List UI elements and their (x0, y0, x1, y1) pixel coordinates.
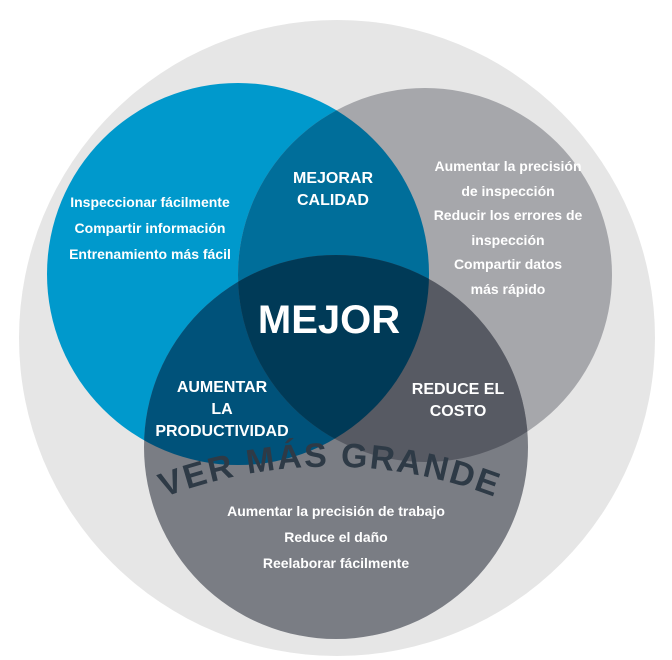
left-circle-items: Inspeccionar fácilmente Compartir inform… (69, 189, 231, 267)
right-circle-items: Aumentar la precisión de inspección Redu… (434, 154, 583, 301)
list-item: Compartir datos (453, 256, 563, 272)
list-item: Inspeccionar fácilmente (70, 194, 230, 210)
list-item: Entrenamiento más fácil (69, 246, 231, 262)
bottom-circle-items: Aumentar la precisión de trabajo Reduce … (227, 498, 445, 576)
center-label: MEJOR (257, 298, 401, 342)
list-item: Aumentar la precisión de trabajo (227, 503, 445, 519)
list-item: Reducir los errores de (433, 207, 583, 223)
overlap-right-label: REDUCE EL COSTO (412, 379, 504, 423)
label-line: AUMENTAR (176, 379, 268, 396)
list-item: Aumentar la precisión (434, 158, 582, 174)
label-line: MEJORAR (292, 170, 374, 187)
list-item: Reduce el daño (284, 529, 388, 545)
label-line: COSTO (429, 403, 487, 420)
list-item: Compartir información (74, 220, 226, 236)
list-item: inspección (471, 231, 545, 248)
list-item: más rápido (470, 280, 546, 297)
label-line: CALIDAD (296, 192, 369, 209)
label-line: PRODUCTIVIDAD (155, 423, 289, 440)
overlap-top-label: MEJORAR CALIDAD (293, 168, 373, 212)
list-item: de inspección (461, 182, 555, 199)
label-line: LA (211, 401, 233, 418)
label-line: REDUCE EL (411, 381, 505, 398)
overlap-left-label: AUMENTAR LA PRODUCTIVIDAD (155, 377, 288, 443)
list-item: Reelaborar fácilmente (262, 555, 410, 571)
